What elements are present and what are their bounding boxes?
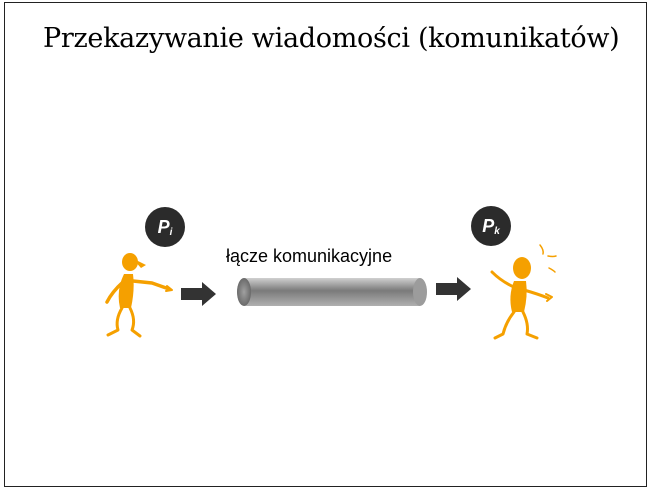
process-badge-sender: Pi bbox=[145, 207, 185, 247]
process-badge-receiver: Pk bbox=[471, 206, 511, 246]
surprised-person-icon bbox=[490, 244, 557, 340]
pipe-icon bbox=[237, 278, 427, 306]
slide-title: Przekazywanie wiadomości (komunikatów) bbox=[43, 23, 620, 54]
pointing-person-icon bbox=[105, 253, 173, 338]
process-label-receiver: P bbox=[482, 216, 495, 236]
process-label-sender: P bbox=[157, 217, 170, 237]
process-subscript-receiver: k bbox=[494, 226, 500, 237]
arrow-right-icon bbox=[181, 282, 216, 306]
arrow-right-icon bbox=[436, 277, 471, 301]
process-subscript-sender: i bbox=[169, 227, 173, 238]
channel-label: łącze komunikacyjne bbox=[226, 246, 393, 266]
